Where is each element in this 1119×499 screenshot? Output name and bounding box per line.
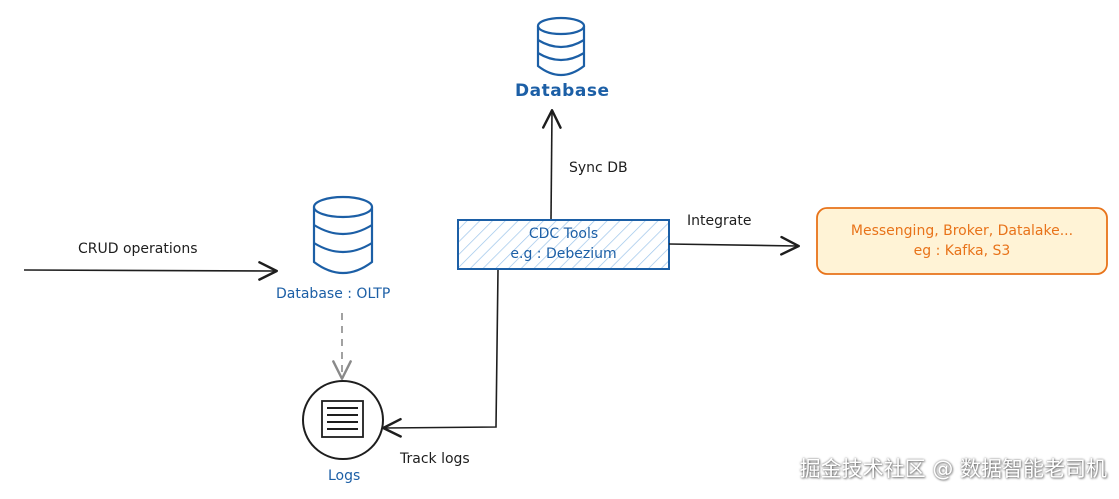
- target-systems-label: Messenging, Broker, Datalake... eg : Kaf…: [817, 221, 1107, 261]
- oltp-database-label: Database : OLTP: [276, 286, 391, 302]
- target-systems-title: Messenging, Broker, Datalake...: [850, 223, 1074, 239]
- oltp-database-icon: [312, 195, 374, 274]
- track-logs-label: Track logs: [400, 451, 470, 467]
- logs-icon: [302, 380, 384, 460]
- top-database-icon: [536, 16, 586, 77]
- sync-db-label: Sync DB: [569, 160, 628, 176]
- watermark-text: 掘金技术社区 @ 数据智能老司机: [799, 457, 1107, 481]
- integrate-label: Integrate: [687, 213, 752, 229]
- cdc-tools-example: e.g : Debezium: [510, 246, 617, 262]
- top-database-label: Database: [515, 81, 610, 101]
- logs-label: Logs: [328, 468, 361, 484]
- sync-db-arrow: [541, 109, 562, 220]
- target-systems-example: eg : Kafka, S3: [913, 243, 1011, 259]
- track-logs-arrow: [382, 269, 499, 438]
- cdc-tools-title: CDC Tools: [528, 226, 599, 242]
- target-systems-box: [816, 207, 1108, 275]
- cdc-tools-label: CDC Tools e.g : Debezium: [458, 224, 669, 264]
- integrate-arrow: [668, 235, 800, 256]
- cdc-tools-box: [457, 219, 670, 270]
- crud-operations-label: CRUD operations: [78, 241, 198, 257]
- crud-arrow: [23, 261, 278, 281]
